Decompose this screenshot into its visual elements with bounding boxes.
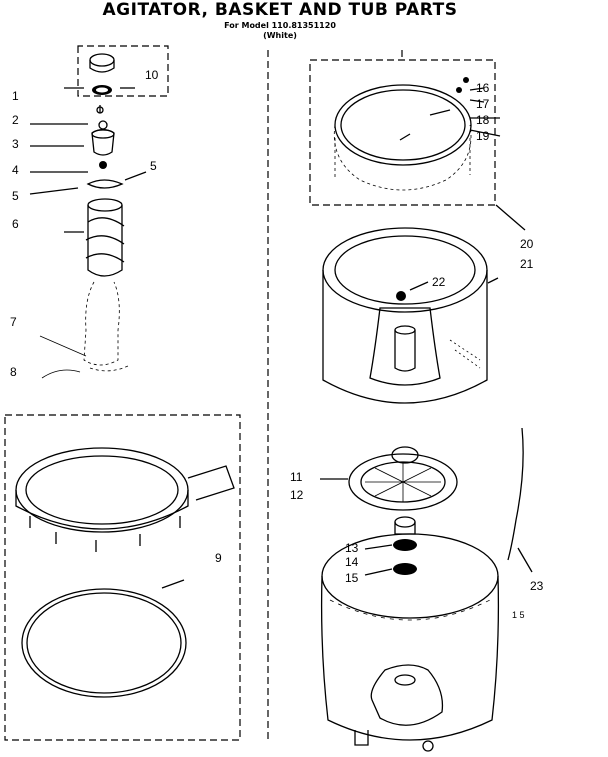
part-number-19: 19 [476, 129, 490, 143]
balance-ring-outline [309, 59, 496, 206]
agitator-hardware [29, 105, 147, 195]
part-number-3: 3 [12, 137, 19, 151]
part-number-14: 14 [345, 555, 359, 569]
balance-ring [333, 77, 526, 231]
part-number-20: 20 [520, 237, 534, 251]
part-number-1: 1 [12, 89, 19, 103]
part-number-4: 4 [12, 163, 19, 177]
color-line: (White) [263, 31, 297, 40]
diagram-title: AGITATOR, BASKET AND TUB PARTS [102, 0, 458, 20]
hose [507, 427, 533, 573]
part-number-23: 23 [530, 579, 544, 593]
part-number-6: 6 [12, 217, 19, 231]
outer-tub [320, 533, 500, 752]
cap-group-outline [77, 45, 169, 97]
part-number-17: 17 [476, 97, 490, 111]
agitator-body [39, 198, 131, 379]
part-number-12: 12 [290, 488, 304, 502]
center-post-hardware [364, 516, 417, 576]
tub-seal-ring [21, 579, 187, 698]
model-line: For Model 110.81351120 [224, 21, 336, 30]
part-number-5-right: 5 [150, 159, 157, 173]
part-number-5-left: 5 [12, 189, 19, 203]
part-number-10: 10 [145, 68, 159, 82]
tub-ring-outline [4, 414, 241, 741]
page-mark: 1 5 [512, 610, 525, 620]
drive-hub [320, 446, 458, 511]
tub-ring [15, 447, 235, 552]
part-number-7: 7 [10, 315, 17, 329]
part-number-11: 11 [290, 470, 303, 484]
part-number-15: 15 [345, 571, 359, 585]
agitator-cap [64, 53, 135, 95]
part-number-21: 21 [520, 257, 534, 271]
part-number-13: 13 [345, 541, 359, 555]
part-number-16: 16 [476, 81, 490, 95]
part-number-18: 18 [476, 113, 490, 127]
part-number-9: 9 [215, 551, 222, 565]
wash-basket [322, 227, 499, 404]
part-number-8: 8 [10, 365, 17, 379]
part-number-22: 22 [432, 275, 446, 289]
part-number-2: 2 [12, 113, 19, 127]
